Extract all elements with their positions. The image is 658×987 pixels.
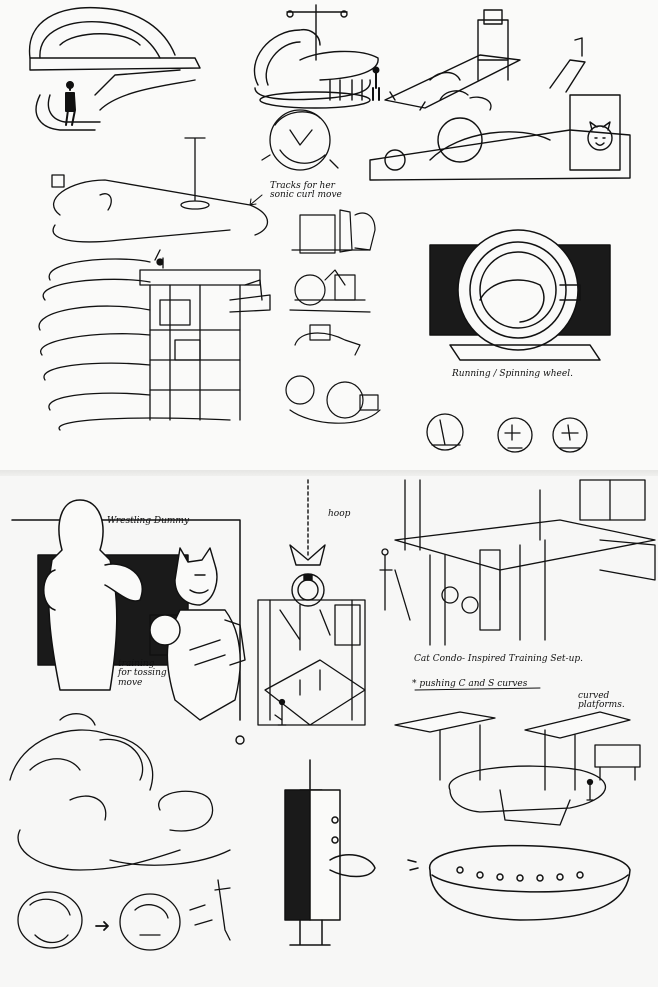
label-curves: * pushing C and S curves <box>412 679 528 689</box>
platform-disc-sketch <box>407 844 631 921</box>
cat-condo-setup-sketch <box>379 479 656 646</box>
hanging-hoop-sketch <box>289 479 326 607</box>
cat-warrior-sketch <box>149 547 246 745</box>
curved-platforms-sketch <box>394 711 641 826</box>
cat-logo <box>587 121 613 151</box>
treadmill-sign-sketch <box>369 37 631 181</box>
cat-roll-sequence-sketch <box>17 879 231 951</box>
label-condo: Cat Condo- Inspired Training Set-up. <box>414 654 583 664</box>
climbing-pole-sketch <box>284 759 376 946</box>
label-dummy: Wrestling Dummy <box>107 516 190 526</box>
curved-slide-sketch <box>28 6 201 131</box>
small-wheels-sketch <box>426 413 588 453</box>
tumbling-cats-sketch <box>9 713 231 871</box>
figure-silhouette <box>65 81 76 126</box>
label-hoop: hoop <box>328 509 351 519</box>
annotation-marks <box>249 194 541 691</box>
tall-track-sketch <box>253 4 379 109</box>
sonic-track-sketch <box>51 137 269 243</box>
label-wheel: Running / Spinning wheel. <box>452 369 573 379</box>
curled-cat-sketch <box>261 90 492 171</box>
treadmill-sketch <box>384 9 521 111</box>
sheet-seam <box>0 470 658 478</box>
small-setups-sketch <box>285 209 381 424</box>
running-wheel-sketch <box>429 229 611 361</box>
small-figure <box>372 66 380 101</box>
spiral-tower-sketch <box>38 249 271 431</box>
rope-tower-sketch <box>257 599 366 726</box>
